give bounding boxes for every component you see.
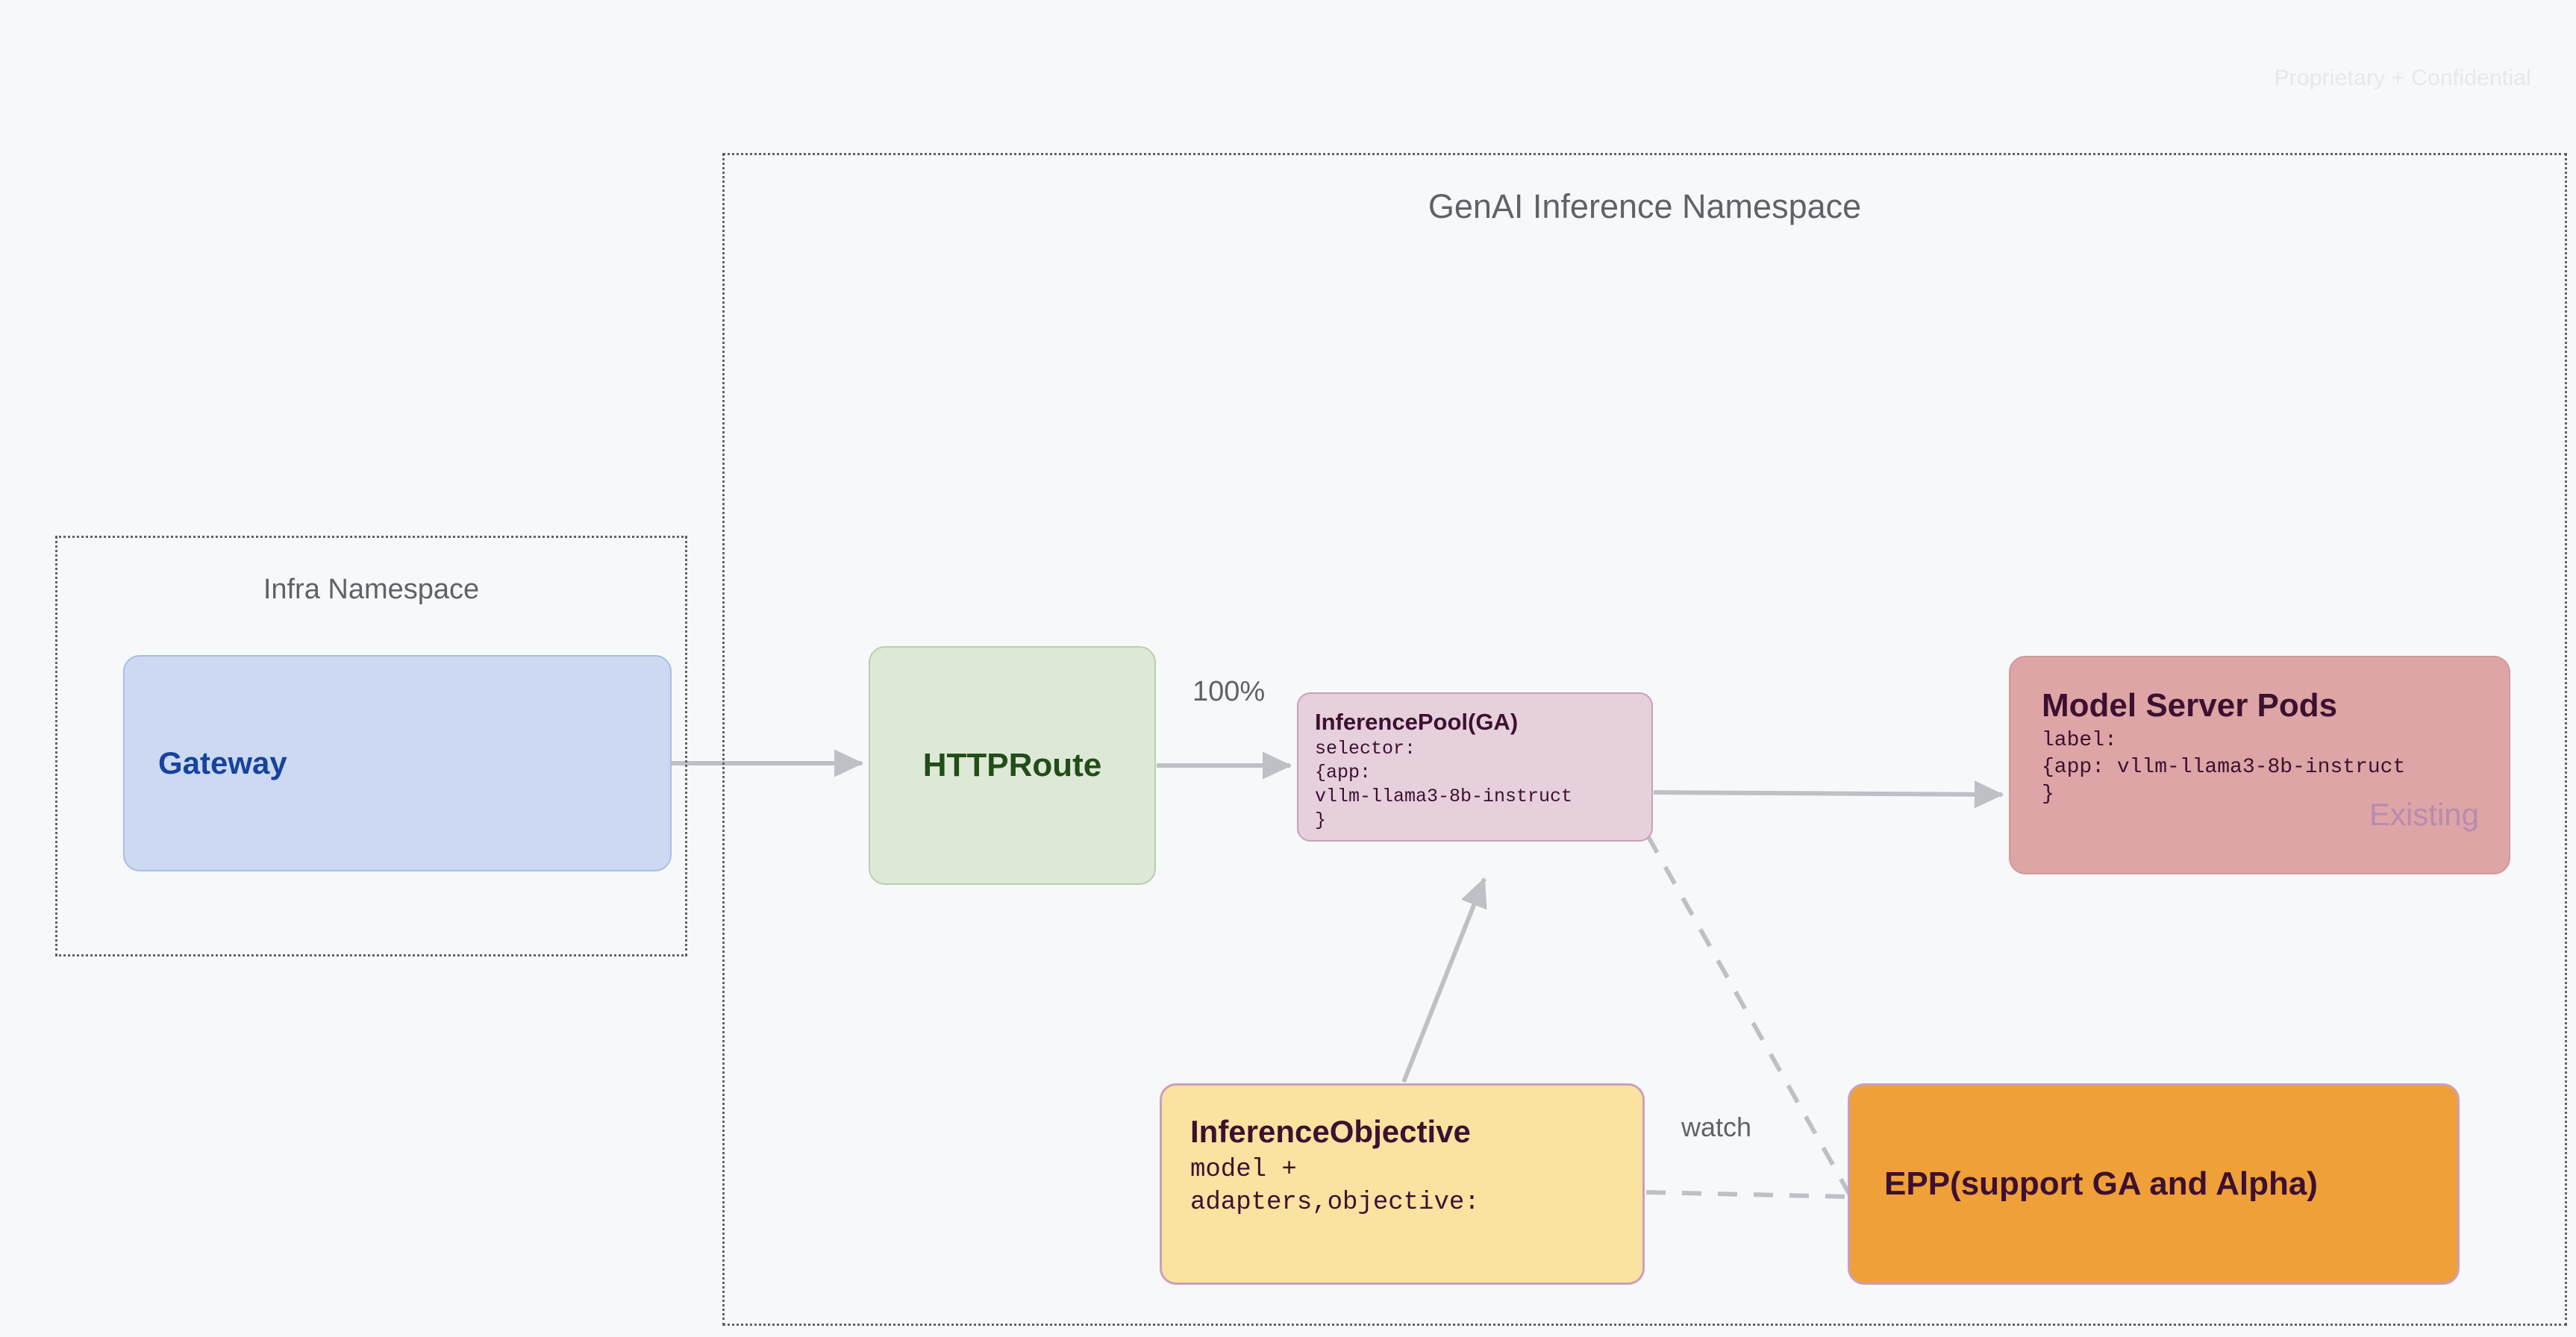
httproute-title: HTTPRoute bbox=[922, 747, 1102, 783]
confidential-notice: Proprietary + Confidential bbox=[2274, 66, 2531, 90]
existing-watermark: Existing bbox=[2369, 797, 2479, 832]
inference-objective-spec: model + adapters,objective: bbox=[1190, 1156, 1480, 1217]
node-gateway[interactable]: Gateway bbox=[123, 655, 672, 871]
node-inference-pool[interactable]: InferencePool(GA) selector: {app: vllm-l… bbox=[1297, 692, 1653, 842]
gateway-title: Gateway bbox=[158, 745, 287, 780]
epp-title: EPP(support GA and Alpha) bbox=[1884, 1165, 2318, 1202]
model-server-pods-title: Model Server Pods bbox=[2042, 687, 2338, 724]
inference-pool-selector: selector: {app: vllm-llama3-8b-instruct … bbox=[1315, 738, 1573, 831]
inference-objective-title: InferenceObjective bbox=[1190, 1114, 1471, 1149]
edge-label-watch: watch bbox=[1681, 1112, 1752, 1142]
node-httproute[interactable]: HTTPRoute bbox=[869, 646, 1156, 885]
model-server-pods-label: label: {app: vllm-llama3-8b-instruct } bbox=[2042, 729, 2406, 806]
node-model-server-pods[interactable]: Model Server Pods label: {app: vllm-llam… bbox=[2009, 656, 2510, 874]
namespace-genai-title: GenAI Inference Namespace bbox=[1428, 187, 1862, 225]
inference-pool-title: InferencePool(GA) bbox=[1315, 709, 1519, 735]
namespace-genai-inference: GenAI Inference Namespace bbox=[722, 153, 2567, 1326]
namespace-infra: Infra Namespace bbox=[55, 536, 687, 956]
node-inference-objective[interactable]: InferenceObjective model + adapters,obje… bbox=[1160, 1083, 1645, 1285]
edge-label-traffic-weight: 100% bbox=[1192, 676, 1266, 707]
node-epp[interactable]: EPP(support GA and Alpha) bbox=[1848, 1083, 2460, 1285]
namespace-infra-title: Infra Namespace bbox=[263, 574, 480, 605]
